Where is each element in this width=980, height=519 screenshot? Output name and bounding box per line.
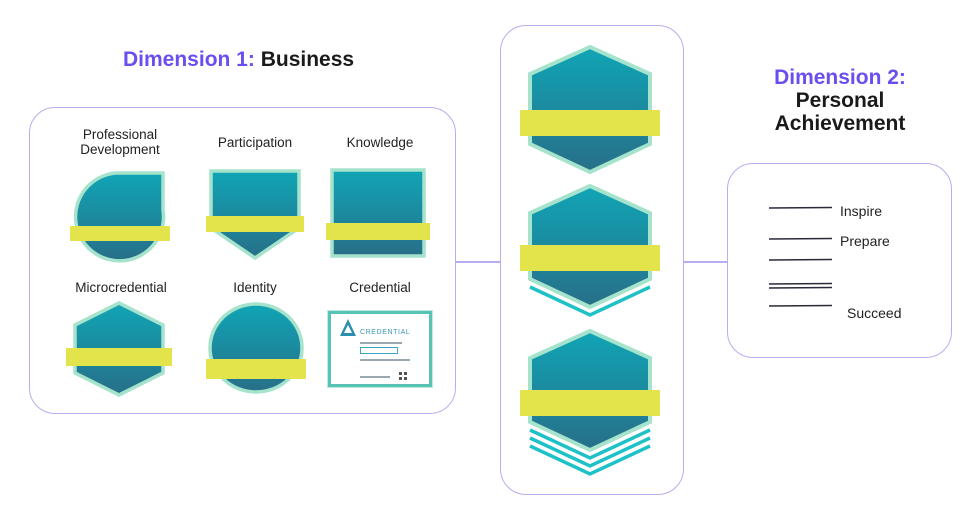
dimension2-prefix: Dimension 2: xyxy=(774,66,906,89)
credential-text-line xyxy=(360,359,410,361)
dimension2-heading: Dimension 2: Personal Achievement xyxy=(740,66,940,135)
qr-code-icon xyxy=(399,372,407,380)
hexagon-level-badge-icon xyxy=(520,328,660,476)
hexagon-level-badge-icon xyxy=(520,183,660,317)
dimension1-title: Business xyxy=(260,48,355,71)
circle-badge-icon xyxy=(206,302,306,394)
hexagon-level-badge-icon xyxy=(520,44,660,175)
pennant-badge-icon xyxy=(206,169,304,261)
dimension2-title-line2: Achievement xyxy=(774,112,906,135)
level-label-inspire: Inspire xyxy=(840,203,883,219)
dimension2-title-line1: Personal xyxy=(795,89,885,112)
credential-certificate-icon: CREDENTIAL xyxy=(328,311,432,387)
level-label-succeed: Succeed xyxy=(847,305,902,321)
badge-label-microcredential: Microcredential xyxy=(75,280,167,295)
personal-achievement-panel xyxy=(727,163,952,358)
badge-label-credential: Credential xyxy=(349,280,411,295)
dimension1-prefix: Dimension 1: xyxy=(123,48,255,71)
badge-label-participation: Participation xyxy=(217,135,293,150)
teardrop-badge-icon xyxy=(70,171,170,263)
connector-right xyxy=(683,261,728,263)
hexagon-badge-icon xyxy=(66,301,172,397)
credential-text-line xyxy=(360,342,402,344)
credential-logo-icon xyxy=(340,319,356,336)
badge-label-identity: Identity xyxy=(233,280,277,295)
level-lines xyxy=(768,206,833,307)
square-badge-icon xyxy=(326,168,430,258)
connector-left xyxy=(455,261,501,263)
credential-name-box xyxy=(360,347,398,354)
level-label-prepare: Prepare xyxy=(840,233,890,249)
credential-card-title: CREDENTIAL xyxy=(360,329,411,336)
badge-label-knowledge: Knowledge xyxy=(346,135,414,150)
badge-label-professional-development: Professional Development xyxy=(80,127,160,157)
credential-footer-line xyxy=(360,376,390,378)
dimension1-heading: Dimension 1: Business xyxy=(123,48,354,71)
